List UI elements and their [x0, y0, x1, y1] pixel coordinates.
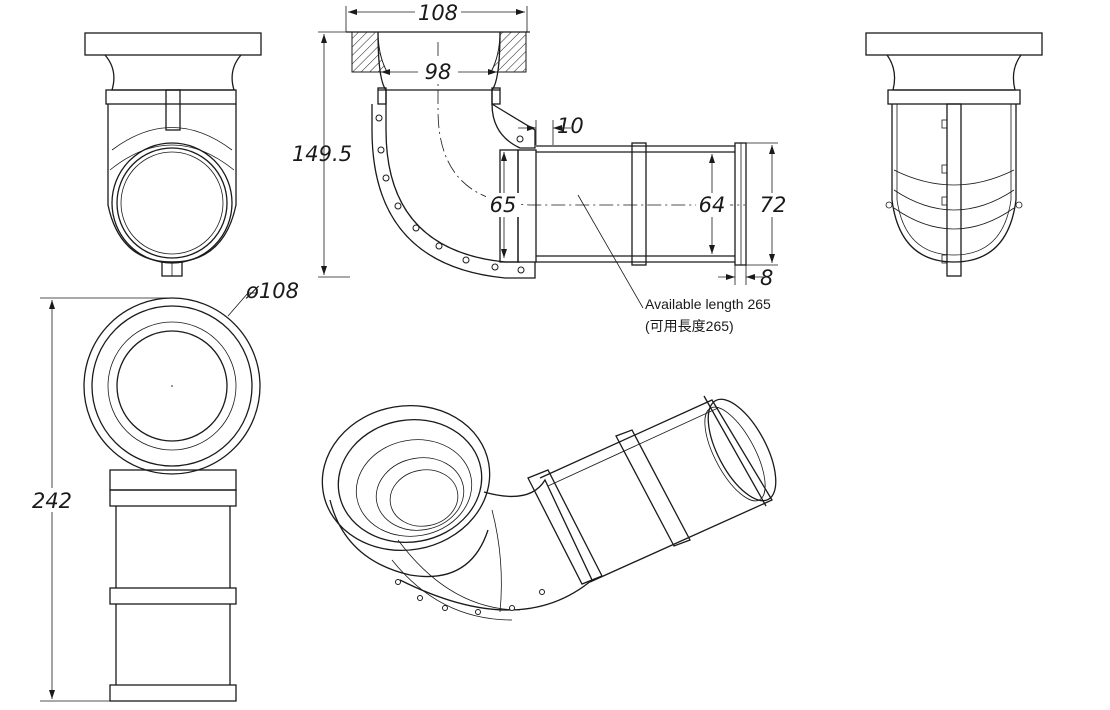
dim-flange-width: 108	[418, 1, 458, 25]
dim-top-diameter: ø108	[245, 279, 299, 303]
available-length-note-chinese: (可用長度265)	[645, 318, 734, 334]
dim-wall-offset: 10	[557, 114, 584, 138]
side-view	[865, 32, 1043, 277]
section-view	[346, 31, 747, 279]
available-length-note: Available length 265	[645, 296, 771, 312]
dim-pipe-outer: 72	[760, 193, 787, 217]
dim-pipe-inner: 64	[699, 193, 726, 217]
top-view	[83, 297, 261, 702]
dim-height: 149.5	[292, 142, 352, 166]
dimension-lines	[40, 6, 778, 702]
front-view	[84, 32, 262, 277]
isometric-view	[321, 395, 777, 621]
dim-total-length: 242	[32, 489, 72, 513]
dim-pipe-inlet: 65	[490, 193, 517, 217]
dim-inner-width: 98	[425, 60, 452, 84]
dim-end-width: 8	[760, 266, 773, 290]
